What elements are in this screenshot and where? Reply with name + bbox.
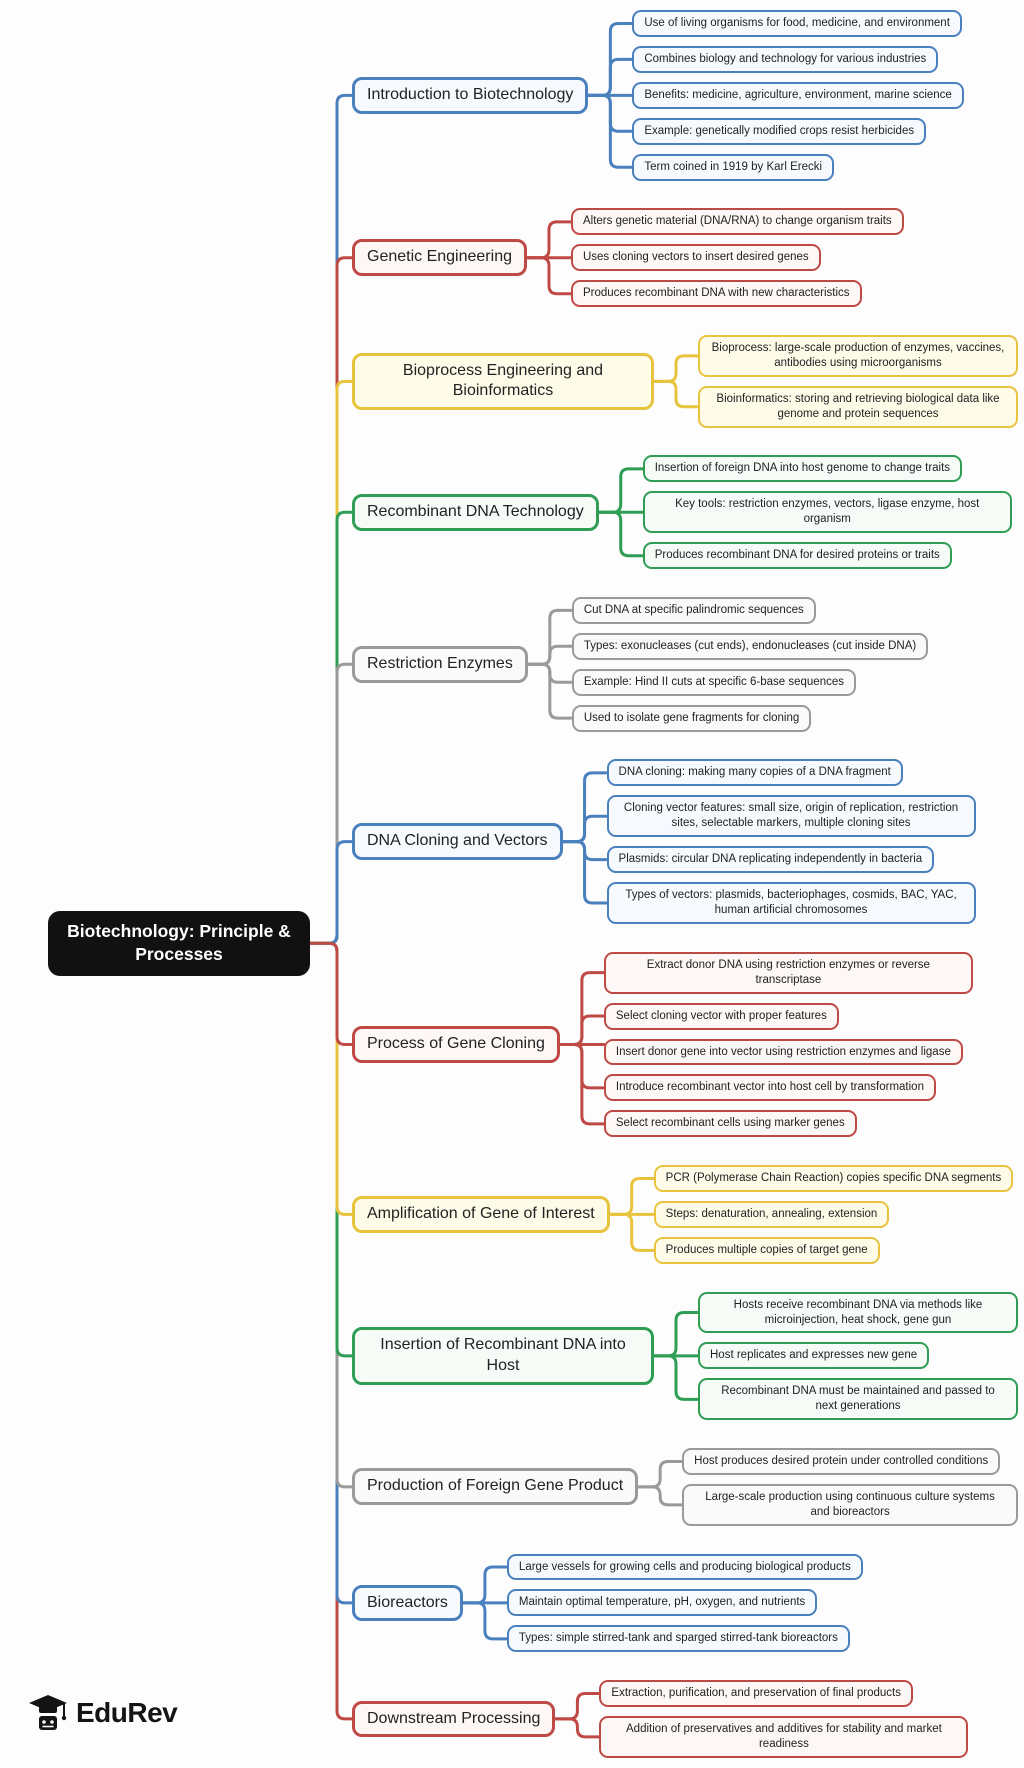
leaf-node: Insertion of foreign DNA into host genom… <box>642 455 963 483</box>
leaf-node: Uses cloning vectors to insert desired g… <box>570 244 821 272</box>
leaf-node: Key tools: restriction enzymes, vectors,… <box>642 491 1012 534</box>
leaf-node: Combines biology and technology for vari… <box>632 45 939 73</box>
leaf-node: Large-scale production using continuous … <box>682 1483 1018 1526</box>
leaf-node: Used to isolate gene fragments for cloni… <box>571 704 812 732</box>
leaf-node: Cloning vector features: small size, ori… <box>606 795 976 838</box>
leaf-node: Plasmids: circular DNA replicating indep… <box>606 846 935 874</box>
leaf-group: Host produces desired protein under cont… <box>682 1447 1018 1526</box>
branch-downstream-processing: Downstream Processing Extraction, purifi… <box>352 1680 1018 1758</box>
topic-genetic-engineering: Genetic Engineering <box>352 239 527 277</box>
leaf-group: PCR (Polymerase Chain Reaction) copies s… <box>653 1165 1014 1264</box>
branch-production-of-foreign-gene-product: Production of Foreign Gene Product Host … <box>352 1447 1018 1526</box>
leaf-node: Term coined in 1919 by Karl Erecki <box>632 153 835 181</box>
leaf-node: Cut DNA at specific palindromic sequence… <box>571 596 816 624</box>
topic-process-of-gene-cloning: Process of Gene Cloning <box>352 1026 560 1063</box>
leaf-node: Steps: denaturation, annealing, extensio… <box>653 1200 890 1228</box>
leaf-node: Benefits: medicine, agriculture, environ… <box>632 81 964 109</box>
topic-insertion-of-recombinant-dna-into-host: Insertion of Recombinant DNA into Host <box>352 1327 654 1385</box>
leaf-group: Large vessels for growing cells and prod… <box>506 1553 863 1653</box>
leaf-node: Host replicates and expresses new gene <box>698 1342 930 1370</box>
topic-bioreactors: Bioreactors <box>352 1584 463 1622</box>
branches-column: Introduction to Biotechnology Use of liv… <box>352 10 1018 1758</box>
leaf-node: PCR (Polymerase Chain Reaction) copies s… <box>653 1165 1014 1192</box>
topic-restriction-enzymes: Restriction Enzymes <box>352 645 528 683</box>
leaf-node: Types: exonucleases (cut ends), endonucl… <box>571 632 929 660</box>
leaf-node: Produces recombinant DNA for desired pro… <box>642 542 952 570</box>
edurev-logo: EduRev <box>28 1694 178 1732</box>
edurev-brand-text: EduRev <box>76 1697 178 1728</box>
topic-downstream-processing: Downstream Processing <box>352 1700 556 1738</box>
leaf-node: DNA cloning: making many copies of a DNA… <box>606 759 903 787</box>
leaf-node: Example: Hind II cuts at specific 6-base… <box>571 668 856 696</box>
central-node: Biotechnology: Principle & Processes <box>48 910 310 976</box>
leaf-node: Types: simple stirred-tank and sparged s… <box>506 1625 850 1653</box>
leaf-group: Bioprocess: large-scale production of en… <box>698 334 1018 428</box>
leaf-group: Use of living organisms for food, medici… <box>632 10 964 181</box>
leaf-node: Bioinformatics: storing and retrieving b… <box>698 385 1018 428</box>
leaf-node: Host produces desired protein under cont… <box>682 1447 1001 1475</box>
topic-bioprocess-engineering-and-bioinformatics: Bioprocess Engineering and Bioinformatic… <box>352 352 654 411</box>
leaf-node: Recombinant DNA must be maintained and p… <box>698 1378 1018 1421</box>
leaf-node: Example: genetically modified crops resi… <box>632 117 927 145</box>
topic-dna-cloning-and-vectors: DNA Cloning and Vectors <box>352 823 563 861</box>
branch-recombinant-dna-technology: Recombinant DNA Technology Insertion of … <box>352 455 1018 570</box>
leaf-node: Large vessels for growing cells and prod… <box>506 1553 863 1581</box>
topic-recombinant-dna-technology: Recombinant DNA Technology <box>352 493 599 531</box>
leaf-group: Cut DNA at specific palindromic sequence… <box>571 596 929 732</box>
leaf-node: Extraction, purification, and preservati… <box>599 1680 913 1707</box>
branch-bioprocess-engineering-and-bioinformatics: Bioprocess Engineering and Bioinformatic… <box>352 334 1018 428</box>
topic-amplification-of-gene-of-interest: Amplification of Gene of Interest <box>352 1196 610 1233</box>
leaf-node: Produces recombinant DNA with new charac… <box>570 280 862 308</box>
leaf-node: Select cloning vector with proper featur… <box>603 1002 839 1030</box>
leaf-group: Alters genetic material (DNA/RNA) to cha… <box>570 208 904 308</box>
leaf-group: Extract donor DNA using restriction enzy… <box>603 951 973 1138</box>
leaf-node: Types of vectors: plasmids, bacteriophag… <box>606 882 976 924</box>
leaf-node: Alters genetic material (DNA/RNA) to cha… <box>570 208 904 236</box>
leaf-node: Select recombinant cells using marker ge… <box>603 1110 857 1138</box>
leaf-group: Hosts receive recombinant DNA via method… <box>698 1291 1018 1421</box>
branch-genetic-engineering: Genetic Engineering Alters genetic mater… <box>352 208 1018 308</box>
leaf-node: Introduce recombinant vector into host c… <box>603 1074 936 1102</box>
branch-restriction-enzymes: Restriction Enzymes Cut DNA at specific … <box>352 596 1018 732</box>
branch-process-of-gene-cloning: Process of Gene Cloning Extract donor DN… <box>352 951 1018 1138</box>
leaf-node: Addition of preservatives and additives … <box>599 1715 969 1758</box>
leaf-node: Use of living organisms for food, medici… <box>632 10 962 37</box>
graduation-cap-icon <box>29 1695 67 1730</box>
topic-production-of-foreign-gene-product: Production of Foreign Gene Product <box>352 1468 639 1506</box>
branch-dna-cloning-and-vectors: DNA Cloning and Vectors DNA cloning: mak… <box>352 759 1018 924</box>
topic-introduction-to-biotechnology: Introduction to Biotechnology <box>352 76 589 114</box>
leaf-group: Insertion of foreign DNA into host genom… <box>642 455 1012 570</box>
leaf-node: Produces multiple copies of target gene <box>653 1236 880 1264</box>
leaf-node: Bioprocess: large-scale production of en… <box>698 334 1018 377</box>
leaf-group: Extraction, purification, and preservati… <box>599 1680 969 1758</box>
branch-introduction-to-biotechnology: Introduction to Biotechnology Use of liv… <box>352 10 1018 181</box>
leaf-node: Hosts receive recombinant DNA via method… <box>698 1291 1018 1334</box>
leaf-node: Extract donor DNA using restriction enzy… <box>603 951 973 994</box>
branch-bioreactors: Bioreactors Large vessels for growing ce… <box>352 1553 1018 1653</box>
leaf-group: DNA cloning: making many copies of a DNA… <box>606 759 976 924</box>
branch-insertion-of-recombinant-dna-into-host: Insertion of Recombinant DNA into Host H… <box>352 1291 1018 1421</box>
leaf-node: Maintain optimal temperature, pH, oxygen… <box>506 1589 818 1617</box>
leaf-node: Insert donor gene into vector using rest… <box>603 1038 963 1066</box>
branch-amplification-of-gene-of-interest: Amplification of Gene of Interest PCR (P… <box>352 1165 1018 1264</box>
